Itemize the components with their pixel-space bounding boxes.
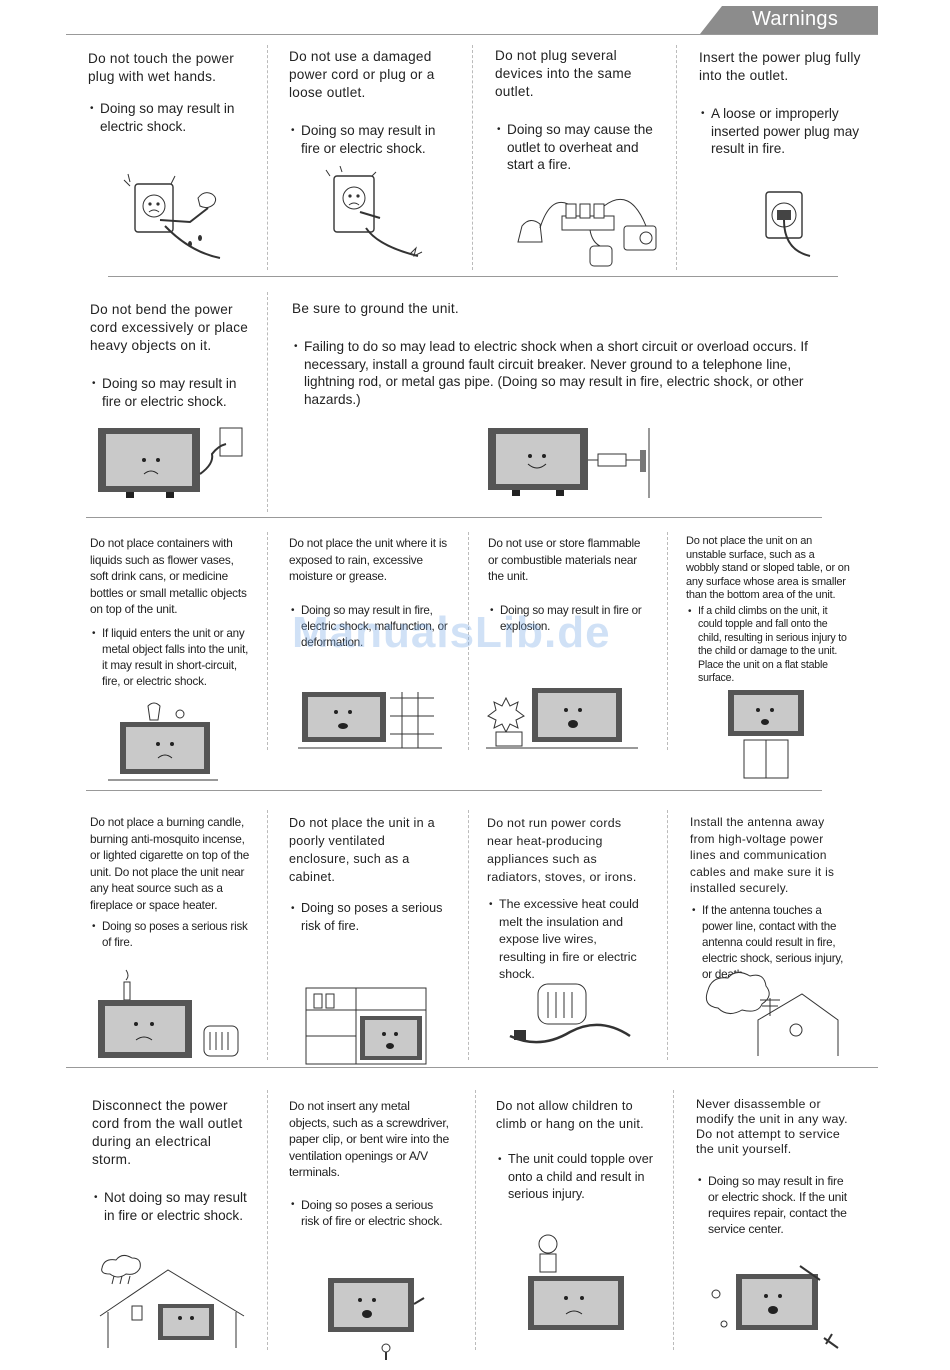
warning-bullet: If the antenna touches a power line, con…: [690, 903, 850, 983]
warning-several-devices: Do not plug several devices into the sam…: [495, 47, 655, 174]
plug-inserted-illustration: [765, 191, 811, 257]
tv-flammable-illustration: [486, 688, 638, 749]
column-divider: [676, 45, 677, 270]
warning-liquid-containers: Do not place containers with liquids suc…: [90, 535, 250, 690]
warning-wet-hands: Do not touch the power plug with wet han…: [88, 50, 252, 135]
warning-bullet: If a child climbs on the unit, it could …: [686, 605, 850, 685]
warning-rain-moisture: Do not place the unit where it is expose…: [289, 535, 449, 651]
warning-bullet: Doing so may result in fire or explosion…: [488, 603, 648, 635]
warning-bullet: Doing so may result in fire or electric …: [289, 122, 451, 157]
warning-bullet: Doing so may cause the outlet to overhea…: [495, 121, 655, 174]
warning-metal-objects: Do not insert any metal objects, such as…: [289, 1098, 451, 1229]
warning-flammable: Do not use or store flammable or combust…: [488, 535, 648, 635]
column-divider: [468, 532, 469, 750]
warning-heading: Do not use a damaged power cord or plug …: [289, 49, 435, 100]
warning-heading: Do not use or store flammable or combust…: [488, 536, 641, 583]
warning-heading: Disconnect the power cord from the wall …: [92, 1098, 243, 1167]
warning-heading: Do not touch the power plug with wet han…: [88, 51, 235, 84]
warning-insert-plug: Insert the power plug fully into the out…: [699, 49, 861, 158]
tv-unstable-stand-illustration: [728, 690, 804, 779]
column-divider: [267, 45, 268, 270]
row-divider: [108, 276, 838, 277]
warning-heading: Do not run power cords near heat-produci…: [487, 816, 637, 884]
storm-house-illustration: [99, 1254, 245, 1348]
top-divider: [66, 34, 878, 35]
column-divider: [472, 45, 473, 270]
tv-cabinet-illustration: [305, 987, 427, 1065]
warning-bullet: Doing so poses a serious risk of fire or…: [289, 1197, 451, 1229]
warning-heading: Do not place the unit in a poorly ventil…: [289, 816, 435, 884]
column-divider: [267, 292, 268, 512]
warning-bullet: If liquid enters the unit or any metal o…: [90, 626, 250, 690]
heater-cord-illustration: [509, 983, 631, 1044]
tv-rain-illustration: [298, 692, 442, 749]
warning-heading: Install the antenna away from high-volta…: [690, 815, 835, 895]
overloaded-outlet-illustration: [517, 198, 657, 267]
tv-bent-cord-illustration: [98, 427, 243, 498]
warning-electrical-storm: Disconnect the power cord from the wall …: [92, 1097, 252, 1224]
warning-ventilation: Do not place the unit in a poorly ventil…: [289, 814, 449, 935]
column-divider: [267, 1090, 268, 1350]
row-divider: [86, 790, 822, 791]
warning-bullet: Doing so may result in electric shock.: [88, 100, 252, 135]
warning-children-climb: Do not allow children to climb or hang o…: [496, 1097, 656, 1204]
wet-hands-outlet-illustration: [123, 173, 221, 259]
warning-heading: Do not bend the power cord excessively o…: [90, 302, 249, 353]
warning-damaged-cord: Do not use a damaged power cord or plug …: [289, 48, 451, 157]
warning-ground-unit: Be sure to ground the unit. Failing to d…: [292, 300, 842, 408]
warning-bullet: The excessive heat could melt the insula…: [487, 896, 647, 984]
warning-heading: Do not place a burning candle, burning a…: [90, 815, 250, 912]
tv-candle-heater-illustration: [98, 969, 239, 1058]
warning-bullet: Doing so may result in fire or electric …: [90, 375, 250, 410]
warning-bend-cord: Do not bend the power cord excessively o…: [90, 301, 250, 410]
warning-heat-appliances: Do not run power cords near heat-produci…: [487, 814, 647, 984]
warning-heading: Be sure to ground the unit.: [292, 301, 459, 316]
column-divider: [475, 1090, 476, 1350]
warning-heading: Do not place containers with liquids suc…: [90, 536, 247, 616]
warning-heading: Never disassemble or modify the unit in …: [696, 1097, 848, 1156]
warning-candle: Do not place a burning candle, burning a…: [90, 814, 250, 951]
warning-bullet: A loose or improperly inserted power plu…: [699, 105, 861, 158]
tv-vase-illustration: [108, 702, 218, 781]
column-divider: [667, 810, 668, 1060]
page-title: Warnings: [752, 8, 839, 30]
tv-screwdriver-illustration: [328, 1278, 425, 1360]
tv-disassembly-illustration: [711, 1265, 839, 1349]
damaged-cord-illustration: [325, 166, 423, 257]
column-divider: [267, 532, 268, 750]
warning-disassemble: Never disassemble or modify the unit in …: [696, 1097, 856, 1237]
warning-bullet: The unit could topple over onto a child …: [496, 1151, 656, 1204]
column-divider: [673, 1090, 674, 1350]
child-climbing-tv-illustration: [528, 1234, 624, 1330]
warning-bullet: Failing to do so may lead to electric sh…: [292, 338, 842, 408]
warning-bullet: Doing so may result in fire or electric …: [696, 1173, 856, 1237]
warning-bullet: Doing so poses a serious risk of fire.: [90, 919, 250, 951]
column-divider: [267, 810, 268, 1060]
antenna-house-illustration: [705, 972, 839, 1056]
warning-heading: Do not place the unit on an unstable sur…: [686, 535, 850, 602]
warning-antenna: Install the antenna away from high-volta…: [690, 814, 850, 983]
warning-heading: Do not insert any metal objects, such as…: [289, 1099, 450, 1179]
column-divider: [667, 532, 668, 750]
column-divider: [468, 810, 469, 1060]
warning-bullet: Doing so may result in fire, electric sh…: [289, 603, 449, 651]
row-divider: [66, 1067, 878, 1068]
row-divider: [86, 517, 822, 518]
warning-heading: Do not plug several devices into the sam…: [495, 48, 632, 99]
warning-heading: Do not allow children to climb or hang o…: [496, 1099, 644, 1131]
warning-heading: Insert the power plug fully into the out…: [699, 50, 861, 83]
tv-grounded-illustration: [488, 428, 650, 498]
warning-bullet: Not doing so may result in fire or elect…: [92, 1189, 252, 1224]
watermark: ManualsLib.de: [292, 608, 611, 657]
header-tab: [700, 6, 878, 34]
warning-heading: Do not place the unit where it is expose…: [289, 536, 447, 583]
warning-unstable-surface: Do not place the unit on an unstable sur…: [686, 535, 850, 685]
warning-bullet: Doing so poses a serious risk of fire.: [289, 900, 449, 935]
